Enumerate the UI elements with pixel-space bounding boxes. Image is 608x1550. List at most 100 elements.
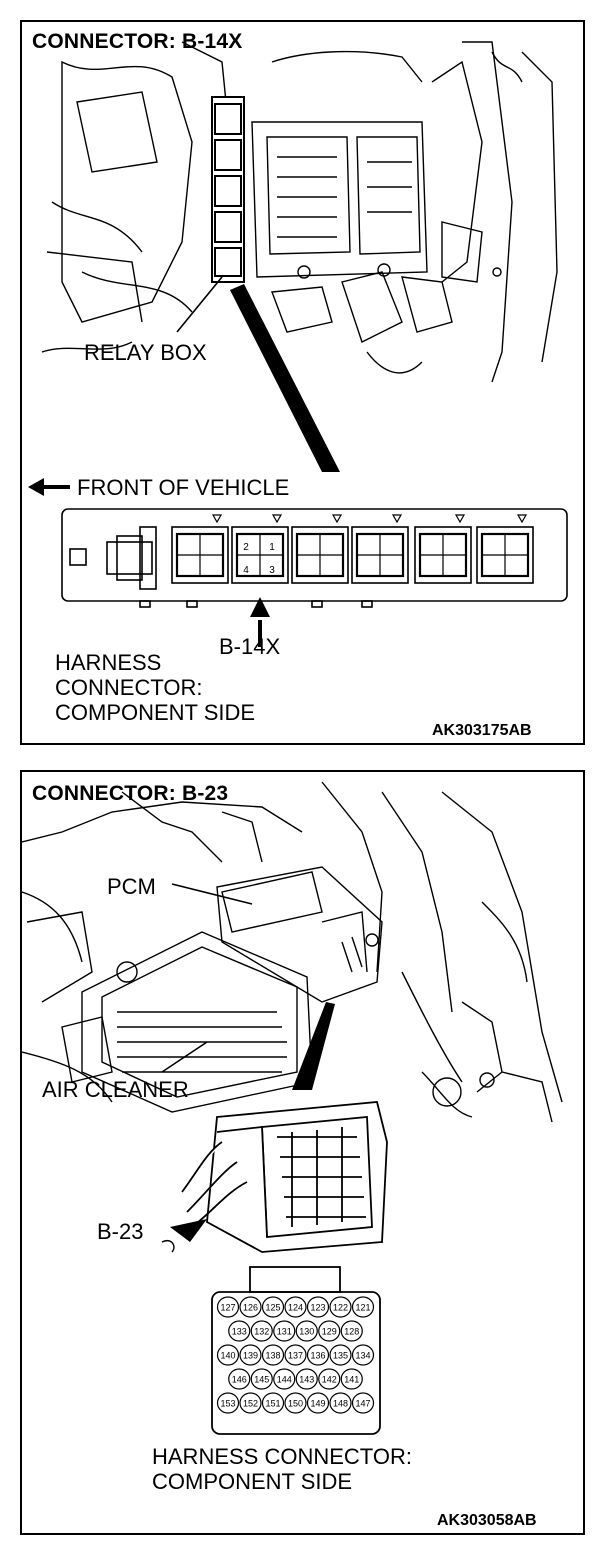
pin-circle [239,1344,262,1366]
relay-pin-number: 1 [269,542,275,553]
pin-number: 137 [288,1351,303,1361]
pin-circle [351,1344,375,1366]
pin-number: 121 [355,1303,370,1313]
pin-number: 125 [265,1303,280,1313]
pin-circle [329,1296,352,1318]
pin-number: 123 [310,1303,325,1313]
pin-circle [284,1296,307,1318]
air-cleaner-label: AIR CLEANER [42,1077,189,1102]
triangle-marker-icon [516,514,528,524]
triangle-marker-icon [391,514,403,524]
pin-number: 141 [344,1375,359,1385]
relay-socket [414,514,472,584]
b14x-callout: B-14X [219,634,281,659]
pin-circle [351,1296,375,1318]
pin-circle [306,1296,330,1318]
triangle-marker-icon [271,514,283,524]
pin-number: 142 [322,1375,337,1385]
pin-circle [228,1320,251,1342]
pin-number: 131 [277,1327,292,1337]
pcm-connector-3d [181,1101,388,1253]
harness-connector-line1: HARNESS CONNECTOR: [152,1444,412,1469]
relay-socket [351,514,409,584]
pin-number: 143 [299,1375,314,1385]
pin-number: 135 [333,1351,348,1361]
pin-circle [216,1344,240,1366]
pin-circle [239,1296,262,1318]
b23-callout: B-23 [97,1219,144,1244]
pin-circle [329,1344,352,1366]
pin-circle [295,1368,318,1390]
pin-circle [216,1296,240,1318]
relay-box-label: RELAY BOX [84,340,207,365]
pin-number: 146 [232,1375,247,1385]
pin-circle [250,1320,273,1342]
pin-circle [239,1392,262,1414]
figure-code-1: AK303175AB [432,722,532,739]
pin-number: 133 [232,1327,247,1337]
pin-circle [318,1368,341,1390]
relay-pin-number: 2 [243,542,249,553]
pointer-wedge-2 [292,1002,335,1090]
b14x-arrow-icon [250,597,270,647]
relay-pin-number: 4 [243,565,249,576]
pin-circle [329,1392,352,1414]
b23-connector-face [211,1266,381,1435]
pin-circle [340,1320,363,1342]
pin-number: 128 [344,1327,359,1337]
pin-number: 130 [299,1327,314,1337]
relay-socket [291,514,349,584]
pointer-wedge-1 [230,284,340,472]
relay-block-diagram [61,508,568,608]
harness-connector-line2: COMPONENT SIDE [152,1469,353,1494]
harness-label-line2: CONNECTOR: [55,675,203,700]
pin-circle [273,1320,296,1342]
pin-number: 129 [322,1327,337,1337]
pin-number: 153 [220,1399,235,1409]
pin-circle [340,1368,363,1390]
pin-circle [295,1320,318,1342]
panel2-title: CONNECTOR: B-23 [32,782,229,805]
pin-number: 134 [355,1351,370,1361]
pin-circle [351,1392,375,1414]
pin-circle [261,1392,285,1414]
panel1-title: CONNECTOR: B-14X [32,30,243,53]
pin-number: 145 [254,1375,269,1385]
triangle-marker-icon [211,514,223,524]
pin-circle [261,1296,285,1318]
triangle-marker-icon [331,514,343,524]
harness-label-line1: HARNESS [55,650,162,675]
pin-number: 148 [333,1399,348,1409]
pin-circle [261,1344,285,1366]
pin-circle [306,1392,330,1414]
pin-circle [284,1392,307,1414]
relay-socket [171,514,229,584]
pin-number: 151 [265,1399,280,1409]
pin-circle [250,1368,273,1390]
relay-socket [476,514,534,584]
pin-number: 127 [220,1303,235,1313]
pin-number: 139 [243,1351,258,1361]
pin-circle [228,1368,251,1390]
triangle-marker-icon [454,514,466,524]
pcm-label: PCM [107,874,156,899]
pin-circle [273,1368,296,1390]
front-of-vehicle-label: FRONT OF VEHICLE [77,475,290,500]
pin-circle [216,1392,240,1414]
pin-number: 147 [355,1399,370,1409]
b23-arrow-icon [170,1219,207,1242]
pin-number: 140 [220,1351,235,1361]
harness-label-line3: COMPONENT SIDE [55,700,256,725]
front-arrow-icon [28,478,70,496]
pin-number: 150 [288,1399,303,1409]
pin-circle [318,1320,341,1342]
pin-number: 144 [277,1375,292,1385]
relay-box-shape [211,96,245,283]
pin-number: 152 [243,1399,258,1409]
pin-circle [306,1344,330,1366]
